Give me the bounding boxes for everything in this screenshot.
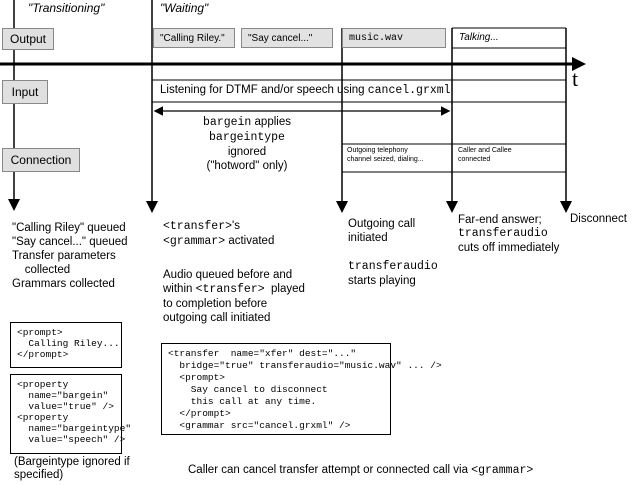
output-box-say-cancel: "Say cancel..." (241, 28, 333, 48)
row-label-output: Output (2, 28, 54, 50)
event-col2-audio: Audio queued before and within <transfer… (163, 269, 305, 324)
output-talking: Talking... (459, 32, 499, 43)
bargein-note: bargein applies bargeintype ignored ("ho… (203, 116, 291, 172)
phase-waiting: "Waiting" (160, 1, 209, 15)
output-box-music: music.wav (342, 28, 446, 48)
footnote-bargeintype: (Bargeintype ignored if specified) (14, 456, 130, 481)
connection-note-seized: Outgoing telephony channel seized, diali… (347, 147, 424, 163)
output-box-calling-riley: "Calling Riley." (153, 28, 235, 48)
row-label-input: Input (2, 80, 48, 104)
event-col5-disconnect: Disconnect (570, 213, 627, 225)
code-box-prompt: <prompt> Calling Riley... </prompt> (10, 322, 122, 368)
code-box-property: <property name="bargein" value="true" />… (10, 374, 131, 454)
footnote-caller-cancel: Caller can cancel transfer attempt or co… (188, 464, 534, 477)
code-box-transfer: <transfer name="xfer" dest="..." bridge=… (161, 343, 442, 435)
time-label: t (572, 66, 579, 91)
row-label-connection: Connection (2, 148, 80, 172)
event-col2-activated: <transfer>'s <grammar> activated (163, 220, 275, 248)
event-col1-text: "Calling Riley" queued "Say cancel..." q… (12, 222, 128, 290)
connection-note-connected: Caller and Callee connected (458, 147, 512, 163)
event-col3-initiated: Outgoing call initiated (348, 218, 416, 244)
phase-transitioning: "Transitioning" (28, 1, 105, 15)
input-listening-text: Listening for DTMF and/or speech using c… (160, 84, 451, 97)
event-col3-transferaudio: transferaudio starts playing (348, 260, 438, 287)
time-axis-arrowhead (572, 57, 586, 71)
event-col4-answer: Far-end answer; transferaudio cuts off i… (458, 214, 560, 254)
